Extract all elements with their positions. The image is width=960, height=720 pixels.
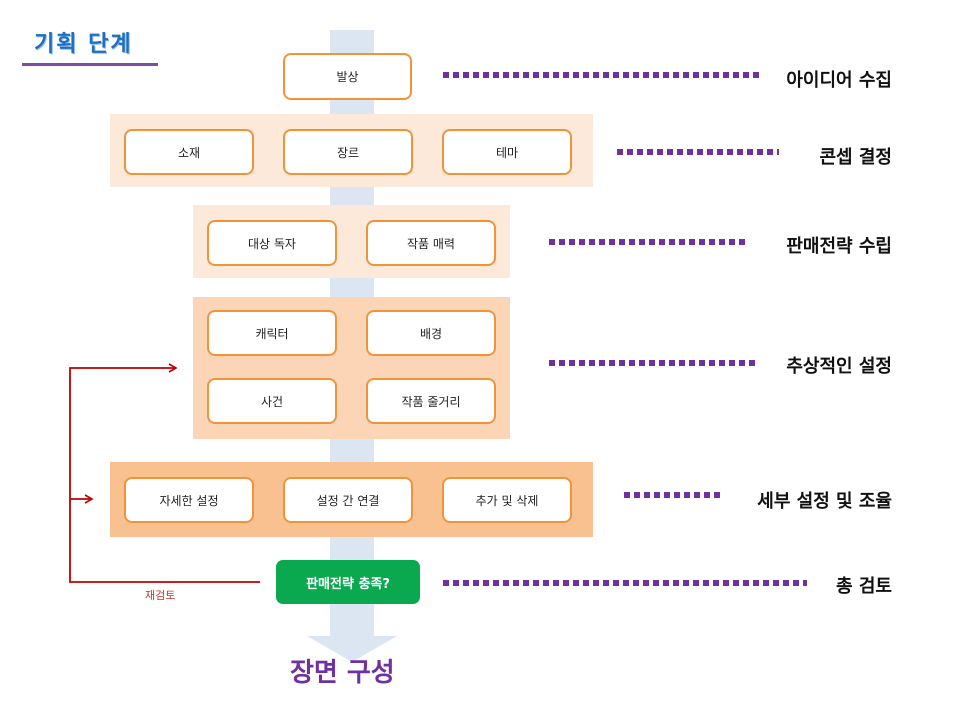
feedback-label: 재검토 (145, 589, 176, 602)
box-background: 배경 (366, 310, 496, 356)
box-detailed-setting: 자세한 설정 (124, 477, 254, 523)
flow-arrow-head (307, 636, 397, 662)
stage-abstract-setting: 추상적인 설정 (786, 356, 892, 377)
box-character: 캐릭터 (207, 310, 337, 356)
box-target-reader: 대상 독자 (207, 220, 337, 266)
result-label: 장면 구성 (290, 658, 395, 688)
stage-sales-strategy: 판매전략 수립 (786, 236, 892, 257)
feedback-line (69, 363, 260, 583)
box-setting-connection: 설정 간 연결 (283, 477, 413, 523)
stage-idea-collection: 아이디어 수집 (786, 70, 892, 91)
box-plot: 작품 줄거리 (366, 378, 496, 424)
title-underline (22, 63, 158, 66)
box-event: 사건 (207, 378, 337, 424)
box-add-delete: 추가 및 삭제 (442, 477, 572, 523)
dots-review (443, 580, 807, 586)
decision-box: 판매전략 충족? (276, 560, 420, 604)
stage-concept-decision: 콘셉 결정 (819, 147, 892, 168)
dots-concept (617, 149, 779, 155)
box-work-appeal: 작품 매력 (366, 220, 496, 266)
box-ideation: 발상 (283, 53, 412, 100)
stage-detail-adjustment: 세부 설정 및 조율 (757, 491, 892, 512)
box-genre: 장르 (283, 129, 413, 175)
dots-idea (443, 72, 761, 78)
dots-detail (624, 492, 722, 498)
stage-total-review: 총 검토 (836, 576, 892, 597)
diagram-title: 기획 단계 (34, 32, 133, 57)
box-theme: 테마 (442, 129, 572, 175)
dots-abstract (549, 360, 757, 366)
dots-sales (549, 239, 747, 245)
box-material: 소재 (124, 129, 254, 175)
